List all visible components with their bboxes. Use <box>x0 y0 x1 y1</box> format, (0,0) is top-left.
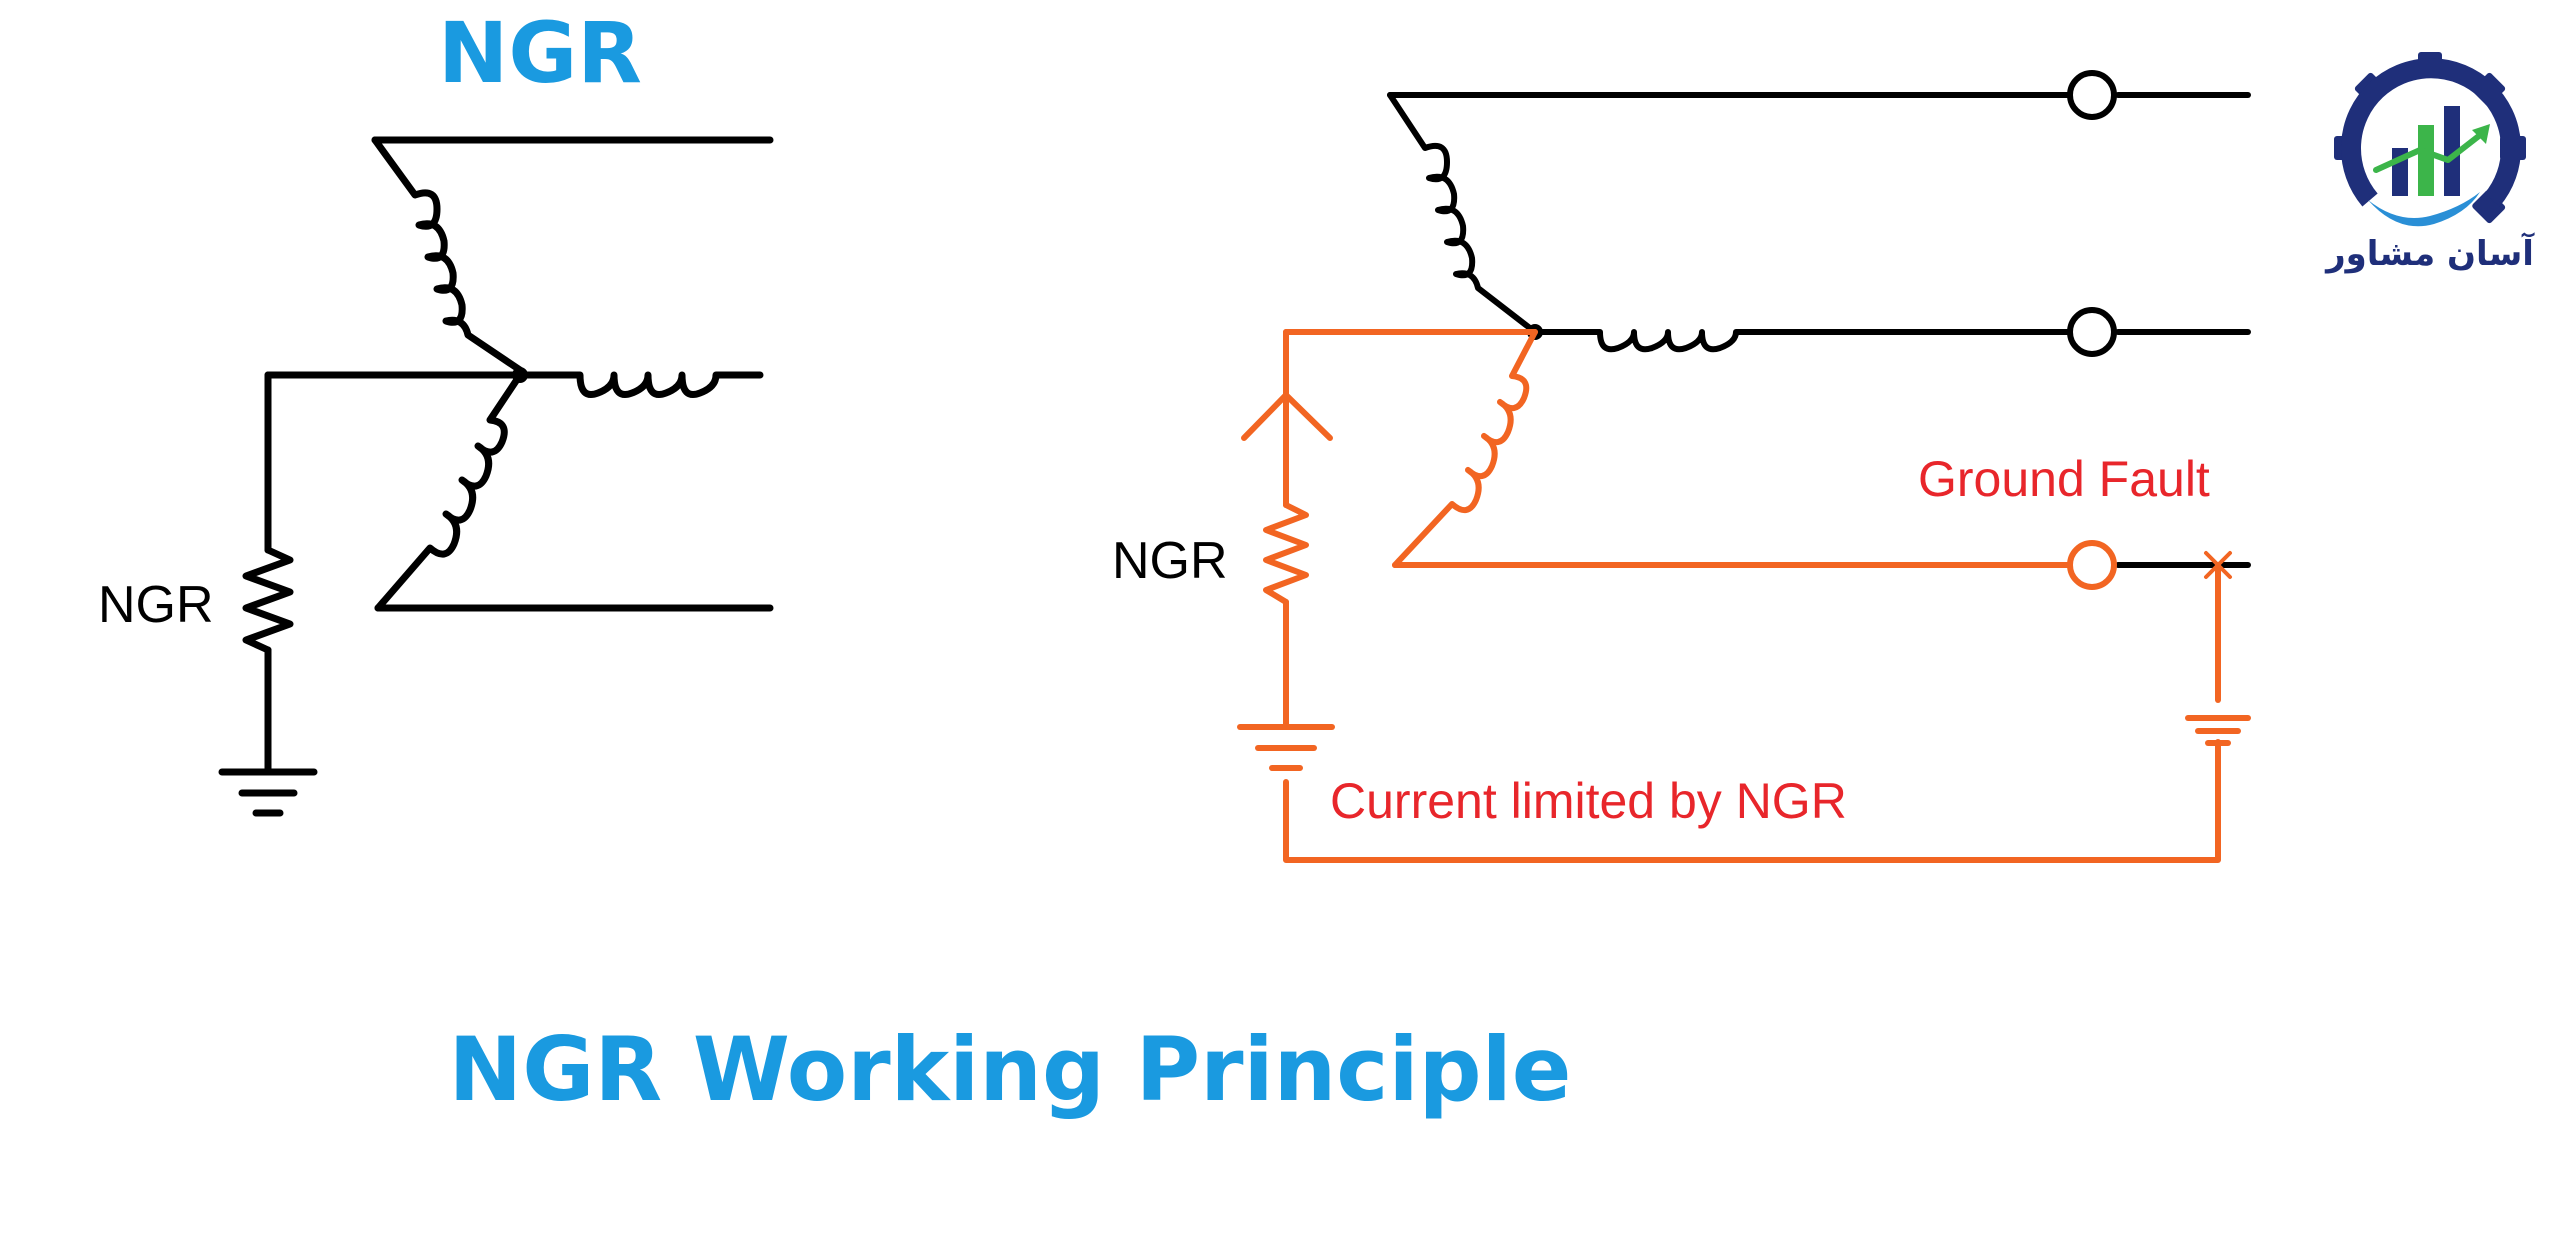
logo: آسان مشاور <box>2324 52 2535 274</box>
right-resistor-icon <box>1263 502 1309 605</box>
current-limited-label: Current limited by NGR <box>1330 773 1847 829</box>
terminal-mid-icon <box>2067 307 2117 357</box>
bottom-title: NGR Working Principle <box>449 1018 1572 1121</box>
terminal-bottom-icon <box>2067 540 2117 590</box>
left-lower-coil-icon <box>374 371 524 612</box>
gear-chart-logo-icon <box>2334 52 2526 227</box>
fault-current-path <box>1237 329 2251 863</box>
right-upper-coil-icon <box>1387 92 1538 335</box>
right-ngr-label: NGR <box>1112 532 1228 590</box>
terminal-top-icon <box>2067 70 2117 120</box>
fault-cross-icon <box>2204 551 2232 579</box>
top-title: NGR <box>438 4 642 102</box>
right-star-diagram <box>1387 92 2251 568</box>
right-right-coil-icon <box>1532 329 2073 353</box>
left-star-diagram <box>218 136 774 817</box>
logo-text: آسان مشاور <box>2324 232 2535 274</box>
left-ground-symbol-icon <box>218 768 318 817</box>
left-ngr-label: NGR <box>98 576 214 634</box>
left-resistor-icon <box>242 546 294 654</box>
current-arrow-icon <box>1241 392 1333 441</box>
ground-fault-label: Ground Fault <box>1918 451 2210 507</box>
fault-ground-symbol-icon <box>2185 715 2251 746</box>
right-ngr-ground-icon <box>1237 724 1335 771</box>
left-star-node <box>512 367 528 383</box>
fault-return-path <box>1283 739 2221 863</box>
left-upper-coil-icon <box>371 136 524 374</box>
right-lower-coil-icon <box>1392 329 1538 568</box>
left-right-coil-icon <box>516 371 764 398</box>
